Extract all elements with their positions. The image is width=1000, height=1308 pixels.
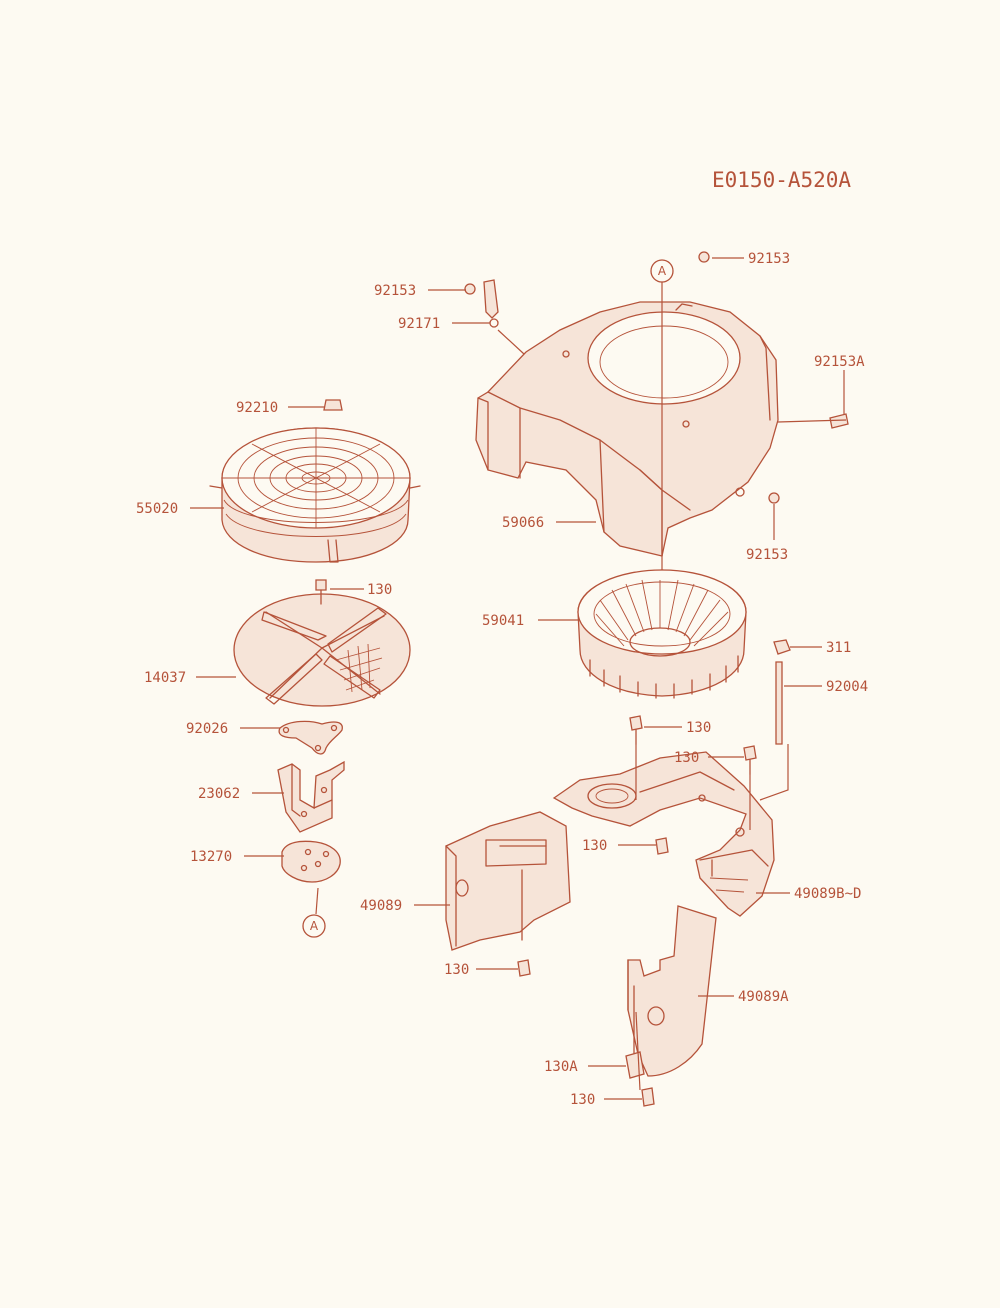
label-130-b: 130 [686, 720, 711, 736]
blower-housing[interactable] [475, 301, 779, 557]
label-311: 311 [826, 640, 851, 656]
label-92210: 92210 [236, 400, 278, 416]
baffle-lower[interactable] [552, 751, 775, 917]
bracket[interactable] [277, 760, 345, 833]
bolt-92153-right[interactable] [768, 492, 780, 504]
label-14037: 14037 [144, 670, 186, 686]
screen-nut[interactable] [323, 399, 343, 411]
stud-92004[interactable] [775, 661, 783, 745]
label-92153A: 92153A [814, 354, 865, 370]
bolt-130-bottom[interactable] [641, 1087, 655, 1107]
cam-plate[interactable] [281, 840, 341, 883]
bolt-130-right[interactable] [743, 745, 757, 775]
plate[interactable] [278, 720, 343, 755]
label-92171: 92171 [398, 316, 440, 332]
bracket-92171[interactable] [483, 279, 499, 328]
svg-text:A: A [310, 919, 319, 933]
diagram-code: E0150-A520A [712, 168, 851, 192]
fin-edge [589, 655, 739, 699]
bolt-92153A[interactable] [829, 413, 849, 429]
label-130-e: 130 [444, 962, 469, 978]
label-130-d: 130 [582, 838, 607, 854]
label-92026: 92026 [186, 721, 228, 737]
bolt-130-center[interactable] [629, 715, 643, 745]
label-55020: 55020 [136, 501, 178, 517]
bolt-130-mid[interactable] [655, 837, 669, 855]
bolt-130-guard[interactable] [315, 579, 327, 605]
label-130A: 130A [544, 1059, 578, 1075]
leader-lines [190, 257, 847, 1100]
label-92153-right: 92153 [746, 547, 788, 563]
label-13270: 13270 [190, 849, 232, 865]
bolt-130-bottom-left[interactable] [517, 959, 531, 977]
bolt-130A[interactable] [625, 1051, 645, 1079]
nut-311[interactable] [773, 639, 791, 655]
baffle-left[interactable] [445, 811, 571, 951]
label-130-a: 130 [367, 582, 392, 598]
label-92004: 92004 [826, 679, 868, 695]
baffle-right[interactable] [627, 905, 717, 1077]
label-92153-top: 92153 [748, 251, 790, 267]
flywheel-fan[interactable] [577, 569, 747, 699]
svg-text:A: A [658, 264, 667, 278]
label-92153-left: 92153 [374, 283, 416, 299]
bolt-axis-lower [635, 1011, 641, 1091]
bolt-92153-top[interactable] [698, 251, 710, 263]
stud-leader [759, 744, 789, 801]
label-130-c: 130 [674, 750, 699, 766]
label-59066: 59066 [502, 515, 544, 531]
label-59041: 59041 [482, 613, 524, 629]
label-130-f: 130 [570, 1092, 595, 1108]
label-49089B-D: 49089B~D [794, 886, 861, 902]
reference-marker-bottom: A [302, 914, 326, 938]
fan-guard[interactable] [233, 593, 411, 707]
label-23062: 23062 [198, 786, 240, 802]
reference-marker-top: A [650, 259, 674, 283]
rotating-screen[interactable] [209, 427, 421, 563]
bolt-92153-left[interactable] [464, 283, 476, 295]
label-49089: 49089 [360, 898, 402, 914]
reference-axis-bottom [315, 887, 319, 915]
fan-blades [595, 579, 729, 647]
label-49089A: 49089A [738, 989, 789, 1005]
